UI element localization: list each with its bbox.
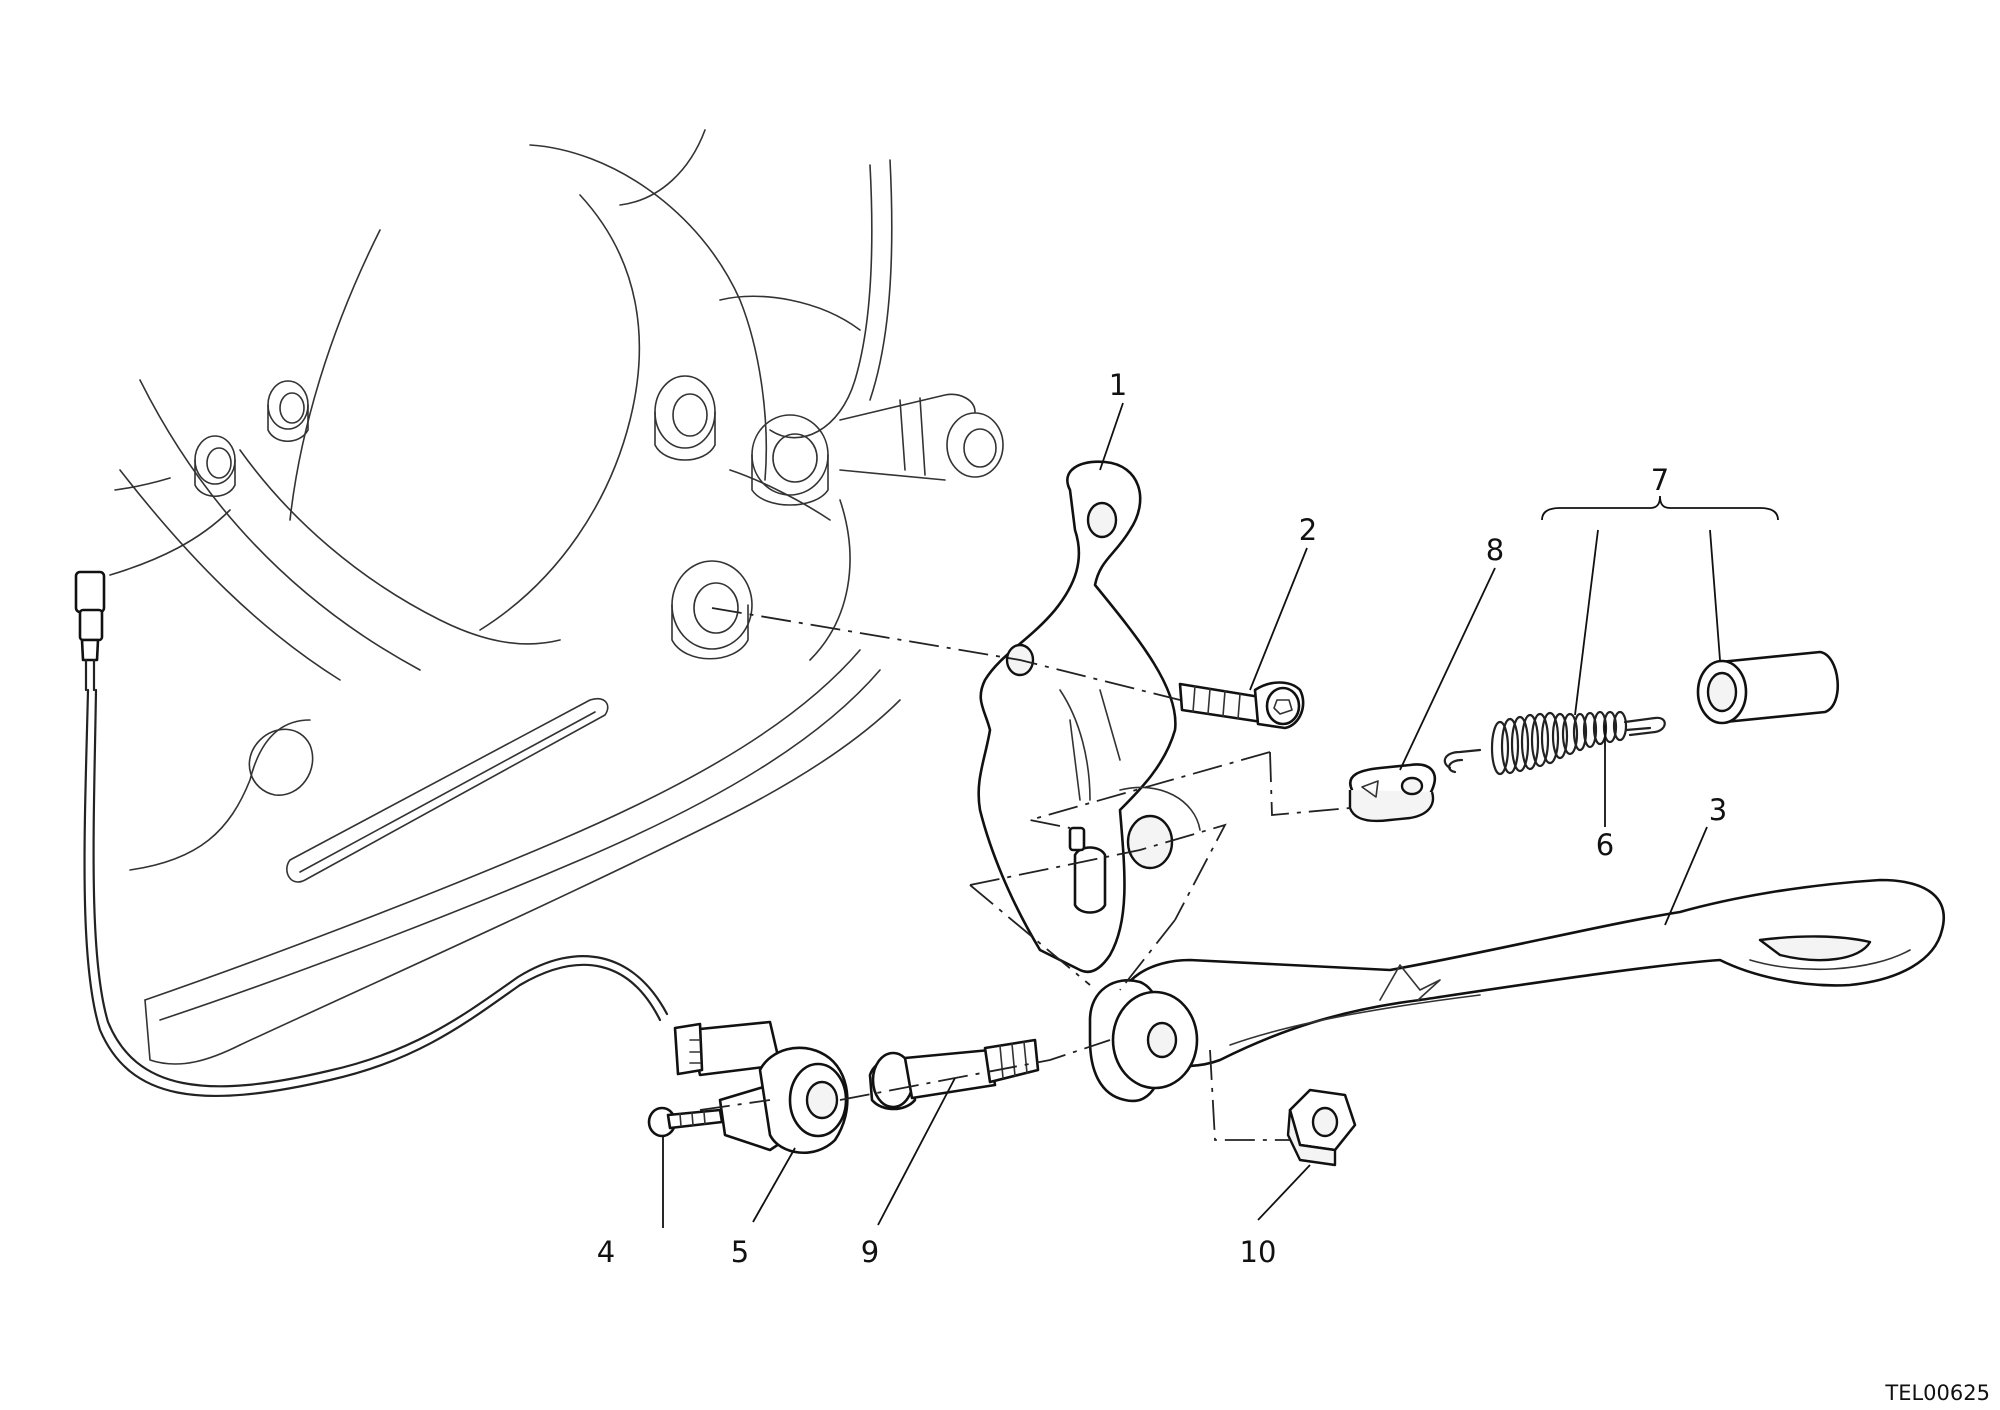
callout-2: 2	[1299, 513, 1317, 547]
callout-8: 8	[1486, 533, 1504, 567]
callout-5: 5	[731, 1235, 749, 1269]
part-3-side-stand	[1088, 878, 1945, 1103]
callout-6: 6	[1596, 828, 1614, 862]
part-9-bolt	[868, 1038, 1040, 1111]
callout-10: 10	[1240, 1235, 1277, 1269]
part-7-bushing	[1696, 650, 1839, 725]
part-10-nut	[1286, 1088, 1357, 1167]
part-4-screw	[647, 1106, 724, 1138]
part-5-sensor	[673, 1020, 849, 1154]
callout-1: 1	[1109, 368, 1127, 402]
callout-4: 4	[597, 1235, 615, 1269]
callout-7: 7	[1651, 463, 1669, 497]
part-6-spring	[1443, 710, 1666, 776]
part-2-screw	[1178, 681, 1305, 730]
sensor-cable	[74, 570, 669, 1098]
callout-3: 3	[1709, 793, 1727, 827]
part-8-plate	[1348, 763, 1437, 823]
assembly-lines	[699, 607, 1351, 1141]
callout-labels: 1 2 8 7 6 3 4 5 9 10	[597, 368, 1727, 1269]
callout-9: 9	[861, 1235, 879, 1269]
leader-lines	[662, 402, 1779, 1228]
drawing-code: TEL00625	[1884, 1381, 1990, 1405]
engine-case-outline	[109, 129, 1004, 1065]
part-1-bracket	[977, 460, 1201, 974]
